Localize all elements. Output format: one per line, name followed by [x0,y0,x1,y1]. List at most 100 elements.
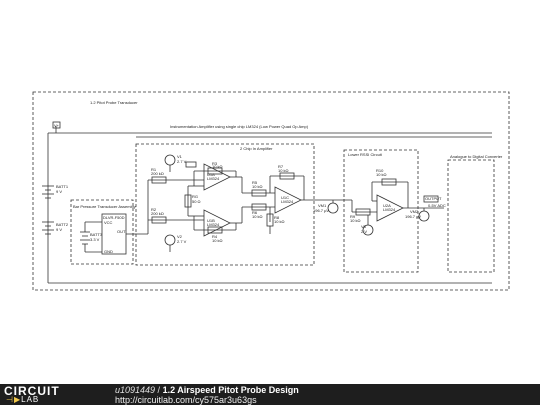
source-v2 [164,234,176,246]
batt1-name: BATT1 [56,184,69,189]
voltmeter-vm1 [327,202,339,214]
resistor-r3 [207,167,223,175]
sensor-pin-vcc: VCC [104,220,113,225]
batt3-name: BATT3 [90,232,103,237]
footer-bar: CIRCUIT ⊣▶LAB u1091449 / 1.2 Airspeed Pi… [0,384,540,405]
resistor-r9 [355,208,371,216]
opamp-u2 [376,194,404,222]
resistor-r10 [381,178,397,186]
u1b-name: U1B [207,218,215,223]
v1-value: 2.7 V [177,159,187,164]
inamp-title: Instrumentation Amplifier using single c… [170,124,309,129]
r10-value: 10 kΩ [376,172,387,177]
schematic-canvas: 1.2 Pitot Probe Transducer Instrumentati… [32,91,510,291]
r7-name: R7 [278,164,284,169]
opamp-u1c [274,186,302,214]
r2-value: 200 kΩ [151,211,164,216]
v3-value: 2 V [361,229,367,234]
r1-value: 200 kΩ [151,171,164,176]
r4-value: 10 kΩ [212,238,223,243]
u1c-part: LM324 [281,199,294,204]
u2-name: U2A [383,203,391,208]
v3-name: V3 [361,224,367,229]
opamp-u1b [203,209,231,237]
battery-3 [80,231,90,245]
adc-enclosure [447,159,495,273]
r9-name: R9 [350,214,356,219]
output-range: 0-5V ADC [428,203,446,208]
lowpass-enclosure [343,149,419,273]
footer-url-link[interactable]: http://circuitlab.com/cy575ar3u63gs [115,395,257,405]
sensor-enclosure [70,199,134,265]
rg-value: 50 Ω [192,199,201,204]
resistor-r7 [279,172,295,180]
v2-value: 2.7 V [177,239,187,244]
sensor-part: DLVR-F50D [103,215,125,220]
resistor-r4 [207,226,223,234]
resistor-r6 [251,203,267,211]
battery-1 [42,185,54,199]
u1b-part: LM324 [207,222,220,227]
v1-name: V1 [177,154,183,159]
r3-name: R3 [212,161,218,166]
batt2-value: 9 V [56,227,62,232]
sensor-pin-out: OUT [117,229,126,234]
circuitlab-logo[interactable]: CIRCUIT ⊣▶LAB [2,385,94,404]
r9-value: 10 kΩ [350,218,361,223]
opamp-u1a [203,163,231,191]
batt3-value: 3.3 V [90,237,100,242]
r3-value: 10 kΩ [212,164,223,169]
r7-value: 10 kΩ [278,168,289,173]
sensor-pin-gnd: GND [104,249,113,254]
footer-circuit-name[interactable]: 1.2 Airspeed Pitot Probe Design [162,385,299,395]
vm1-name: VM1 [318,203,327,208]
outer-enclosure [32,91,510,291]
r8-value: 10 kΩ [274,219,285,224]
logo-mark-icon: ⊣▶ [6,395,22,404]
r2-name: R2 [151,207,157,212]
outer-title: 1.2 Pitot Probe Transducer [90,100,138,105]
r1-name: R1 [151,167,157,172]
batt2-name: BATT2 [56,222,69,227]
r10-name: R10 [376,168,384,173]
lowpass-title: Lower RSSI Circuit [348,152,383,157]
footer-separator: / [155,385,163,395]
logo-circuit-text: CIRCUIT [4,384,60,398]
vm2-value: 196.7 µV [405,214,421,219]
node-v-plus-label: V+ [54,123,60,128]
r5-value: 10 kΩ [252,184,263,189]
r8-name: R8 [274,215,280,220]
output-label: OUTPUT [425,196,442,201]
resistor-r1 [151,176,167,184]
logo-lab-text: ⊣▶LAB [6,396,39,404]
r5-name: R5 [252,180,258,185]
battery-2 [42,221,54,235]
r4-name: R4 [212,234,218,239]
stage2-title: 2 Chip In Amplifier [240,146,273,151]
resistor-r2 [151,216,167,224]
rg-name: RG [192,194,198,199]
logo-lab-label: LAB [21,395,40,404]
u1a-part: LM324 [207,176,220,181]
v2-name: V2 [177,234,183,239]
inamp-enclosure [135,143,315,266]
batt1-value: 9 V [56,189,62,194]
ground-tag-1 [185,161,197,168]
r6-name: R6 [252,210,258,215]
u1a-name: U1A [207,172,215,177]
footer-username-link[interactable]: u1091449 [115,385,156,395]
schematic-svg: 1.2 Pitot Probe Transducer Instrumentati… [32,91,510,291]
node-v-plus-box [52,121,61,129]
sensor-title: Bar Pressure Transducer Assembly [73,204,136,209]
source-v1 [164,154,176,166]
footer-title: u1091449 / 1.2 Airspeed Pitot Probe Desi… [115,385,299,395]
u1c-name: U1C [281,195,289,200]
adc-title: Analogue to Digital Converter [450,154,503,159]
u2-part: LM324 [383,207,396,212]
resistor-r5 [251,189,267,197]
vm2-name: VM2 [410,209,419,214]
r6-value: 10 kΩ [252,214,263,219]
vm1-value: 196.7 µV [313,208,329,213]
output-tag [423,195,439,203]
resistor-gain [184,194,192,208]
